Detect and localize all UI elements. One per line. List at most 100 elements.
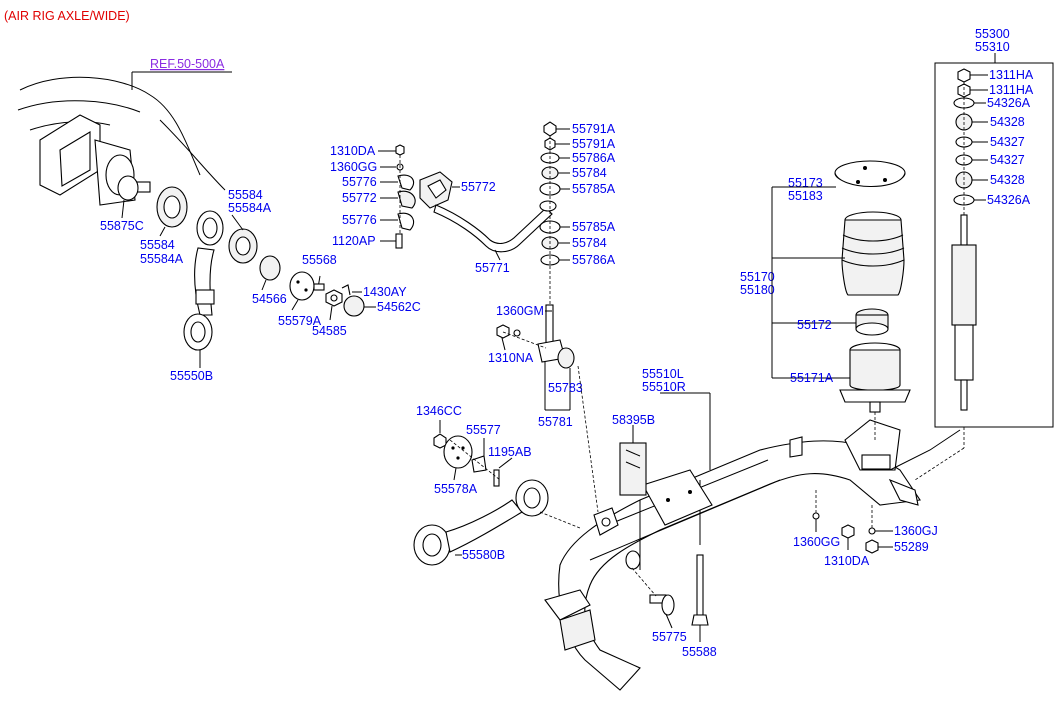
bolt-1120AP (395, 233, 403, 249)
stabilizer-bar-end-eye (539, 200, 557, 212)
callout-1360GM[interactable]: 1360GM (496, 304, 544, 318)
air-spring-top-plate-55173 (834, 160, 906, 188)
callout-54562C[interactable]: 54562C (377, 300, 421, 314)
callout-1195AB[interactable]: 1195AB (488, 445, 532, 459)
diagram-header-note: (AIR RIG AXLE/WIDE) (4, 9, 130, 23)
callout-55550B[interactable]: 55550B (170, 369, 213, 383)
callout-55786A-b[interactable]: 55786A (572, 253, 616, 267)
callout-1310DA-bottom[interactable]: 1310DA (824, 554, 870, 568)
callout-55781[interactable]: 55781 (538, 415, 573, 429)
rubber-bushing-left (156, 186, 188, 228)
callout-1311HA-b[interactable]: 1311HA (989, 83, 1034, 97)
callout-54327-a[interactable]: 54327 (990, 135, 1025, 149)
callout-55785A-b[interactable]: 55785A (572, 220, 616, 234)
frame-sketch (17, 76, 226, 206)
callout-55584-right[interactable]: 55584 (228, 188, 263, 202)
callout-55172[interactable]: 55172 (797, 318, 832, 332)
callout-55785A-a[interactable]: 55785A (572, 182, 616, 196)
bolt-55568 (313, 283, 325, 291)
callout-55289[interactable]: 55289 (894, 540, 929, 554)
shock-absorber-box (934, 62, 1054, 428)
callout-55183[interactable]: 55183 (788, 189, 823, 203)
callout-54328-a[interactable]: 54328 (990, 115, 1025, 129)
callout-55775[interactable]: 55775 (652, 630, 687, 644)
nut-1311HA-b (957, 83, 971, 98)
callout-55171A[interactable]: 55171A (790, 371, 834, 385)
spacer-55172 (855, 308, 889, 336)
callout-55510R[interactable]: 55510R (642, 380, 686, 394)
plate-55578A (443, 435, 473, 469)
callout-1310NA[interactable]: 1310NA (488, 351, 534, 365)
nut-55791A-a (543, 121, 557, 137)
callout-1346CC[interactable]: 1346CC (416, 404, 462, 418)
stabilizer-bar-55771 (433, 204, 553, 253)
callout-55791A-b[interactable]: 55791A (572, 137, 616, 151)
pin-55775 (649, 594, 675, 616)
callout-55791A-a[interactable]: 55791A (572, 122, 616, 136)
callout-55772-b[interactable]: 55772 (461, 180, 496, 194)
callout-55588[interactable]: 55588 (682, 645, 717, 659)
callout-54566[interactable]: 54566 (252, 292, 287, 306)
washer-1360GJ (868, 527, 876, 535)
callout-54327-b[interactable]: 54327 (990, 153, 1025, 167)
bracket-55776-a (397, 174, 415, 191)
nut-1346CC (433, 433, 447, 449)
callout-55771[interactable]: 55771 (475, 261, 510, 275)
bracket-55577 (471, 455, 487, 473)
callout-55776-a[interactable]: 55776 (342, 175, 377, 189)
callout-55510L[interactable]: 55510L (642, 367, 684, 381)
callout-1311HA-a[interactable]: 1311HA (989, 68, 1034, 82)
callout-55584-left[interactable]: 55584 (140, 238, 175, 252)
bracket-55776-b (397, 212, 415, 231)
callout-55875C[interactable]: 55875C (100, 219, 144, 233)
callout-55577[interactable]: 55577 (466, 423, 501, 437)
rubber-bushing-right (228, 228, 258, 264)
callout-1360GG-top[interactable]: 1360GG (330, 160, 377, 174)
callout-54326A-a[interactable]: 54326A (987, 96, 1031, 110)
bushing-55772-b (419, 171, 453, 209)
callout-1360GJ[interactable]: 1360GJ (894, 524, 938, 538)
nut-55289 (865, 539, 879, 554)
callout-55579A[interactable]: 55579A (278, 314, 322, 328)
callout-54328-b[interactable]: 54328 (990, 173, 1025, 187)
callout-55173[interactable]: 55173 (788, 176, 823, 190)
callout-55784-a[interactable]: 55784 (572, 166, 607, 180)
nut-54585 (325, 289, 343, 307)
callout-55568[interactable]: 55568 (302, 253, 337, 267)
callout-1310DA-top[interactable]: 1310DA (330, 144, 376, 158)
callout-55578A[interactable]: 55578A (434, 482, 478, 496)
washer-1360GM (513, 329, 521, 337)
callout-55580B[interactable]: 55580B (462, 548, 505, 562)
nut-1310DA-top (395, 144, 405, 156)
bumper-58395B (619, 442, 647, 496)
callout-55776-b[interactable]: 55776 (342, 213, 377, 227)
callout-1430AY[interactable]: 1430AY (363, 285, 407, 299)
callout-55584A-right[interactable]: 55584A (228, 201, 272, 215)
bushing-55772-a (397, 190, 416, 209)
bolt-1195AB (493, 469, 500, 487)
callout-55783[interactable]: 55783 (548, 381, 583, 395)
air-spring-bellows-55170 (841, 211, 905, 296)
callout-1360GG-bottom[interactable]: 1360GG (793, 535, 840, 549)
nut-1310DA-bottom (841, 524, 855, 539)
cap-54562C (343, 295, 365, 317)
piston-55171A (839, 342, 911, 413)
callout-58395B[interactable]: 58395B (612, 413, 655, 427)
callout-55772-a[interactable]: 55772 (342, 191, 377, 205)
callout-55584A-left[interactable]: 55584A (140, 252, 184, 266)
nut-1311HA-a (957, 68, 971, 83)
callout-54326A-b[interactable]: 54326A (987, 193, 1031, 207)
lower-control-link (183, 210, 224, 351)
callout-55310[interactable]: 55310 (975, 40, 1010, 54)
callout-55786A-a[interactable]: 55786A (572, 151, 616, 165)
callout-54585[interactable]: 54585 (312, 324, 347, 338)
callout-55170[interactable]: 55170 (740, 270, 775, 284)
callout-1120AP[interactable]: 1120AP (332, 234, 376, 248)
reference-link[interactable]: REF.50-500A (150, 57, 225, 71)
callout-55300[interactable]: 55300 (975, 27, 1010, 41)
callout-55180[interactable]: 55180 (740, 283, 775, 297)
callout-55784-b[interactable]: 55784 (572, 236, 607, 250)
bolt-55588 (691, 554, 709, 626)
